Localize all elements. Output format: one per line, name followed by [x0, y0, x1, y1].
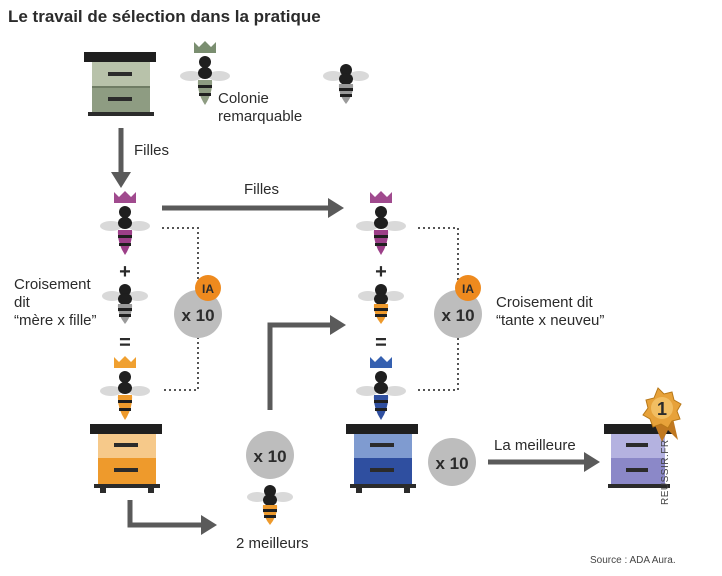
source-credit: Source : ADA Aura. — [590, 555, 676, 566]
svg-text:x 10: x 10 — [253, 447, 286, 466]
bee-queen-blue-right — [356, 356, 406, 420]
bee-queen-purple-right — [356, 191, 406, 255]
label-croisement-right-line1: Croisement dit — [496, 294, 593, 311]
arrow-la-meilleure — [488, 452, 600, 472]
bee-drone-top — [323, 64, 369, 104]
bee-queen-green — [180, 41, 230, 105]
x10-badge-bottom-right: x 10 — [428, 438, 476, 486]
arrow-colonie-to-filles — [111, 128, 131, 188]
equals-right: = — [375, 332, 387, 354]
hive-green — [84, 52, 156, 116]
ia-badge-left: IA — [195, 275, 221, 301]
equals-left: = — [119, 332, 131, 354]
bee-drone-orange-bottom — [247, 485, 293, 525]
bee-drone-left — [102, 284, 148, 324]
x10-badge-left: x 10 — [174, 290, 222, 338]
x10-badge-right: x 10 — [434, 290, 482, 338]
svg-text:x 10: x 10 — [441, 306, 474, 325]
publisher-credit: REUSSIR.FR — [660, 439, 671, 505]
ia-badge-right: IA — [455, 275, 481, 301]
label-colonie-line1: Colonie — [218, 90, 269, 107]
plus-left: + — [119, 261, 131, 283]
hive-blue — [346, 424, 418, 493]
arrow-hive-to-2-meilleurs — [127, 500, 217, 535]
bee-queen-purple-left — [100, 191, 150, 255]
svg-text:x 10: x 10 — [435, 454, 468, 473]
label-2-meilleurs: 2 meilleurs — [236, 535, 309, 552]
svg-text:IA: IA — [462, 282, 474, 296]
label-filles-left: Filles — [134, 142, 170, 159]
label-croisement-left-line3: “mère x fille” — [14, 312, 97, 329]
label-la-meilleure: La meilleure — [494, 437, 576, 454]
diagram-title: Le travail de sélection dans la pratique — [8, 7, 321, 26]
x10-badge-middle: x 10 — [246, 431, 294, 479]
arrow-2-meilleurs-up — [267, 315, 346, 410]
label-croisement-right-line2: “tante x neuveu” — [496, 312, 605, 329]
svg-text:IA: IA — [202, 282, 214, 296]
medal-icon: 1 — [642, 387, 682, 442]
plus-right: + — [375, 261, 387, 283]
hive-orange — [90, 424, 162, 493]
label-filles-top: Filles — [244, 181, 280, 198]
label-croisement-left-line2: dit — [14, 294, 30, 311]
bee-queen-orange-left — [100, 356, 150, 420]
svg-text:x 10: x 10 — [181, 306, 214, 325]
label-colonie-line2: remarquable — [218, 108, 303, 125]
label-croisement-left-line1: Croisement — [14, 276, 91, 293]
hive-best — [604, 424, 672, 488]
medal-rank: 1 — [657, 399, 667, 419]
bee-drone-orange-right — [358, 284, 404, 324]
arrow-filles-top — [162, 198, 344, 218]
